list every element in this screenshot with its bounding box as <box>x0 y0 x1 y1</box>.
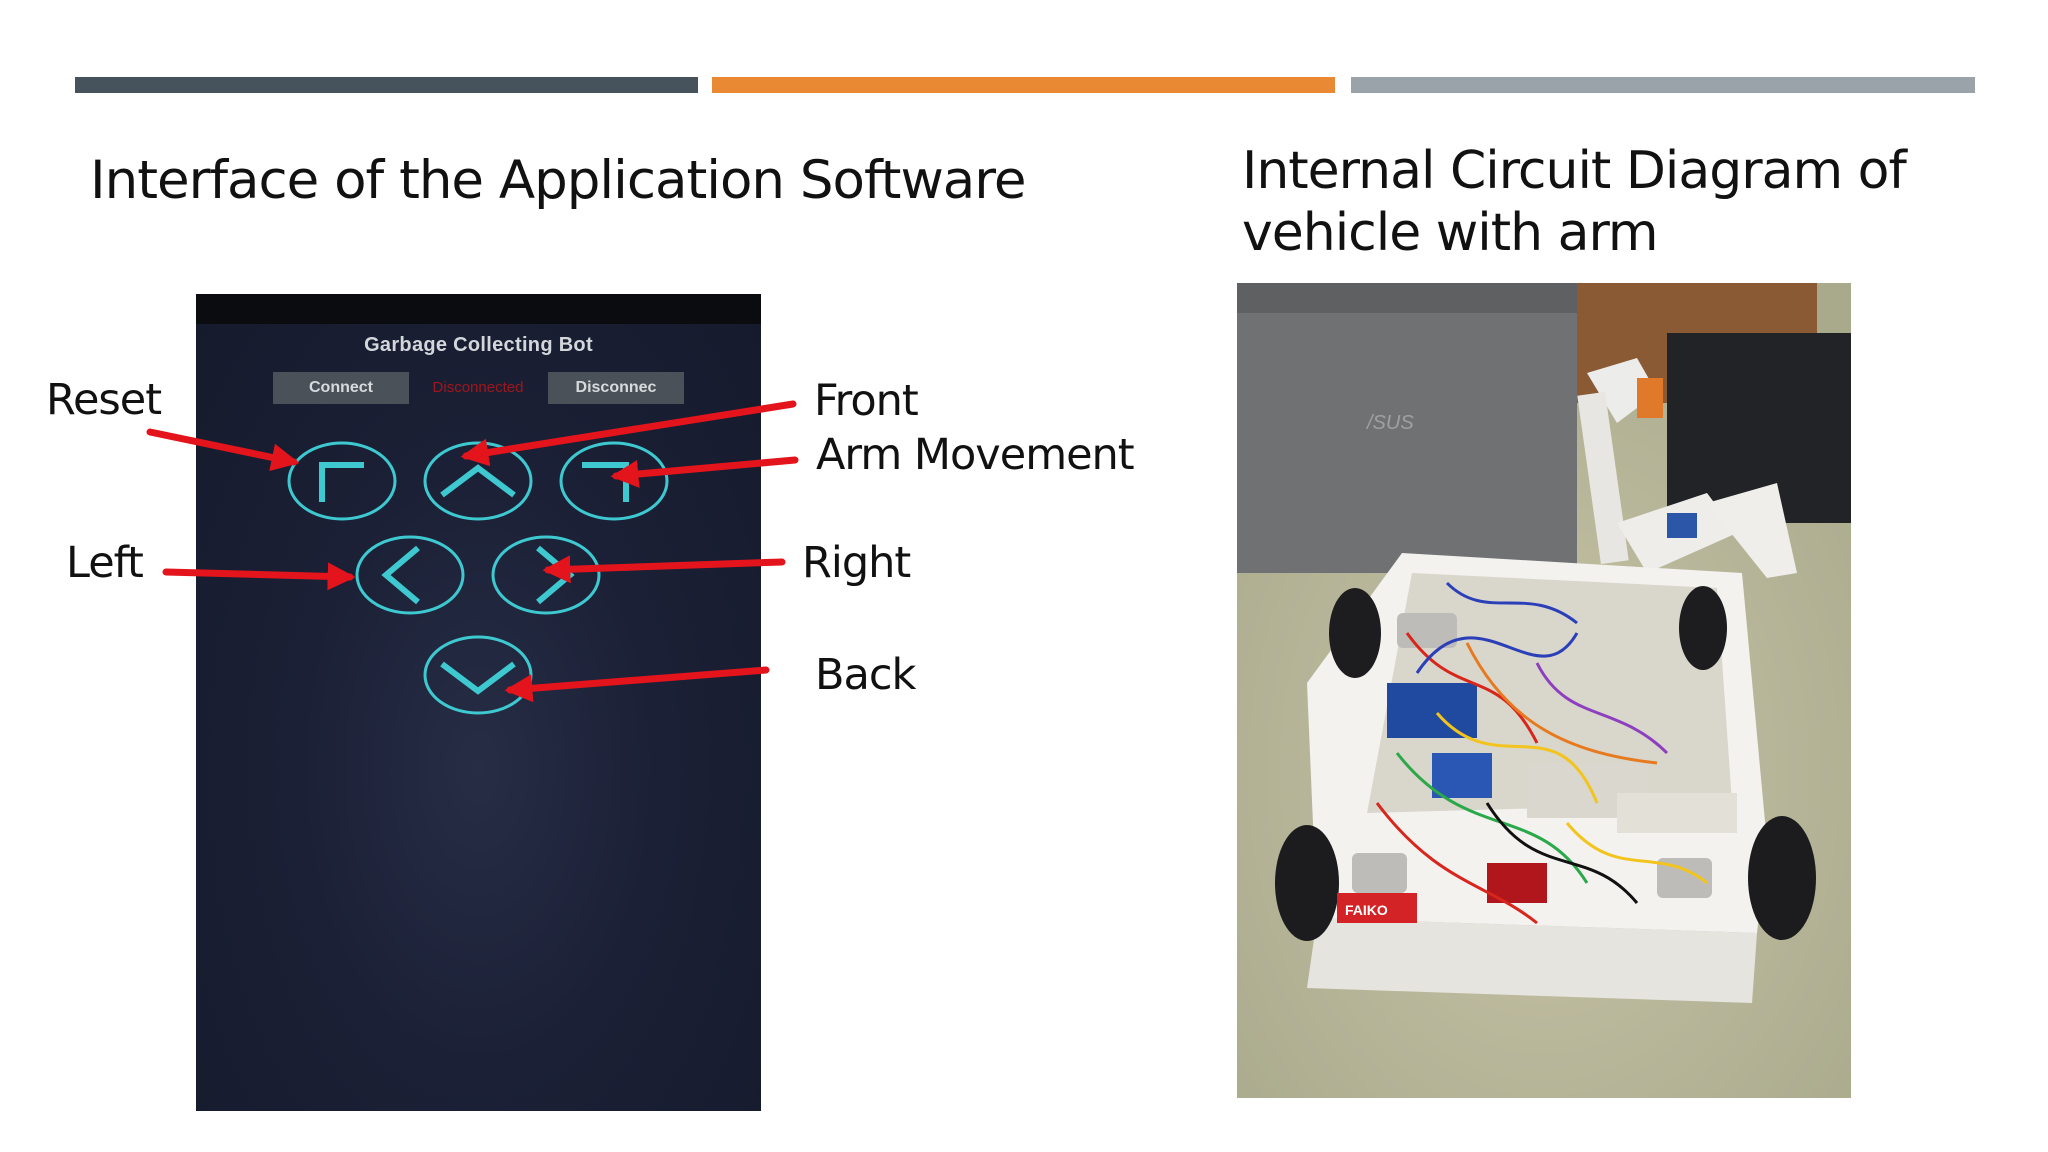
laptop-logo: /SUS <box>1365 412 1414 434</box>
arrow-reset <box>146 428 300 472</box>
slide-title-left: Interface of the Application Software <box>90 150 1027 211</box>
arrow-right <box>542 555 786 584</box>
slide-title-right-line1: Internal Circuit Diagram of <box>1242 141 1907 201</box>
app-title: Garbage Collecting Bot <box>364 334 593 356</box>
label-reset: Reset <box>46 375 162 425</box>
label-front: Front <box>814 376 919 426</box>
battery-label: FAIKO <box>1345 902 1388 918</box>
accent-bar-dark <box>75 77 698 93</box>
arrow-front <box>460 400 797 467</box>
label-arm-movement: Arm Movement <box>816 430 1135 480</box>
robot-photo: /SUS FAIKO <box>1237 283 1851 1098</box>
connection-status: Disconnected <box>432 379 524 396</box>
slide-title-right-line2: vehicle with arm <box>1242 203 1659 263</box>
chevron-left-icon <box>355 535 465 615</box>
label-back: Back <box>815 650 916 700</box>
slide-title-right: Internal Circuit Diagram of vehicle with… <box>1242 140 1907 264</box>
label-right: Right <box>802 538 911 588</box>
accent-bar-orange <box>712 77 1335 93</box>
left-button[interactable] <box>354 534 466 616</box>
reset-corner-icon <box>287 441 397 521</box>
status-bar <box>196 294 761 324</box>
label-left: Left <box>66 538 144 588</box>
app-screenshot: Garbage Collecting Bot Connect Disconnec… <box>196 294 761 1111</box>
disconnect-button[interactable]: Disconnec <box>548 372 684 404</box>
accent-bar-gray <box>1351 77 1975 93</box>
arrow-arm-movement <box>610 456 799 488</box>
reset-button[interactable] <box>286 440 398 522</box>
arrow-left <box>162 562 356 591</box>
connect-button[interactable]: Connect <box>273 372 409 404</box>
arrow-back <box>504 666 770 703</box>
robot-vehicle-image: /SUS FAIKO <box>1237 283 1851 1098</box>
